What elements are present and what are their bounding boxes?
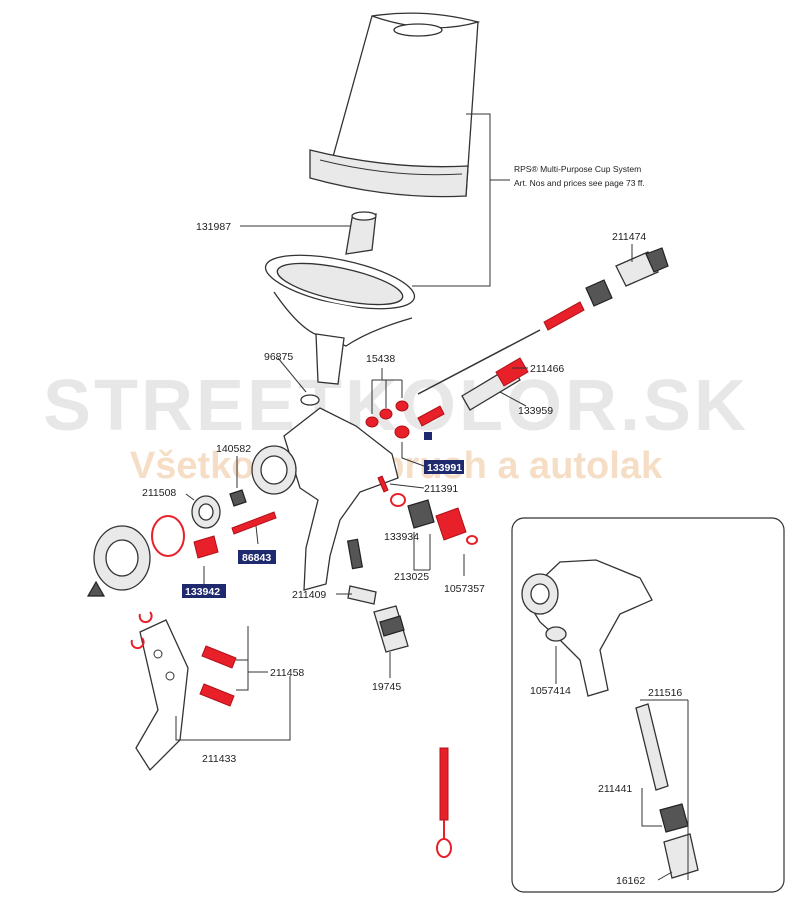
label-19745: 19745 [372,681,401,693]
label-211433: 211433 [202,753,236,765]
trigger-clips [130,611,153,650]
nozzle-seal [193,535,219,559]
label-211409: 211409 [292,589,326,601]
label-133959: 133959 [518,405,553,417]
label-211458: 211458 [270,667,304,679]
label-133991: 133991 [427,462,462,474]
air-cap [86,525,151,597]
part-labels: 131987 211474 96875 15438 211466 133959 … [142,221,682,887]
label-211508: 211508 [142,487,176,499]
variant-inset [511,517,785,893]
label-140582: 140582 [216,443,251,455]
cup-filter [345,211,377,255]
label-211391: 211391 [424,483,458,495]
distributor-pin [231,511,277,535]
label-211516: 211516 [648,687,682,699]
watermark-brand: STREETKOLOR.SK [43,366,749,446]
note-line-1: RPS® Multi-Purpose Cup System [514,164,641,174]
label-15438: 15438 [366,353,395,365]
label-133934: 133934 [384,531,419,543]
air-connector [373,605,409,653]
note-line-2: Art. Nos and prices see page 73 ff. [514,178,645,188]
air-cap-ring [151,515,185,557]
needle-assembly [417,247,669,411]
label-211474: 211474 [612,231,646,243]
label-211441: 211441 [598,783,632,795]
highlight-box-133991 [424,460,464,474]
trigger-pins [199,645,237,707]
label-211466: 211466 [530,363,564,375]
label-1057357: 1057357 [444,583,485,595]
watermark-tagline: Všetko pre airbrush a autolak [130,445,663,487]
cup-o-ring [300,394,320,406]
paint-cup [309,12,481,198]
label-1057414: 1057414 [530,685,571,697]
label-16162: 16162 [616,875,645,887]
highlight-box-86843 [238,550,276,564]
cleaning-brush [436,747,452,858]
highlight-box-133942 [182,584,226,598]
cup-bracket [412,113,491,287]
label-213025: 213025 [394,571,429,583]
cup-lid-funnel [264,254,416,385]
trigger [135,619,189,772]
adjuster-seal [390,493,406,507]
leader-lines [175,225,689,881]
trigger-spring [377,475,389,493]
needle-seal-parts [365,400,445,440]
label-131987: 131987 [196,221,231,233]
gun-body [251,407,399,605]
label-86843: 86843 [242,552,271,564]
nozzle [191,495,221,529]
spreader-adjuster [407,499,478,545]
label-96875: 96875 [264,351,293,363]
label-133942: 133942 [185,586,220,598]
air-distribution-ring [229,489,247,507]
